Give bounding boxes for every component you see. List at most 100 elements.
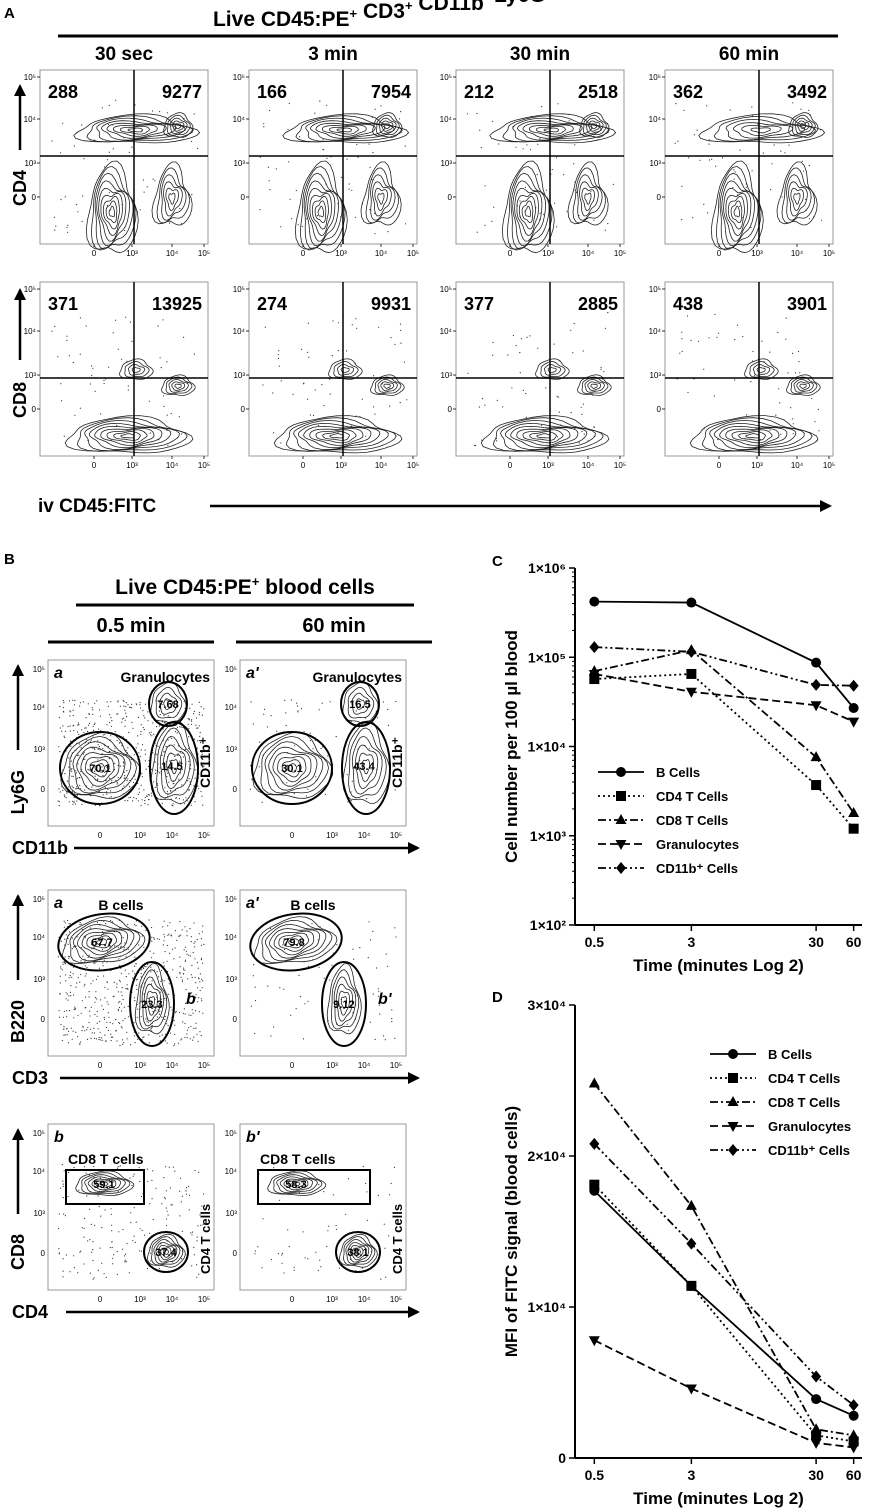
event-dot (785, 317, 787, 319)
event-dot (574, 144, 576, 146)
event-dot (351, 324, 353, 326)
data-point (810, 701, 822, 712)
event-dot (97, 1269, 99, 1271)
contour-line (76, 928, 129, 959)
panel-a-title-part: CD11b (413, 0, 484, 15)
event-dot (143, 191, 145, 193)
contour-line (719, 425, 788, 448)
event-dot (259, 741, 261, 743)
event-dot (190, 1025, 192, 1027)
event-dot (175, 797, 177, 799)
event-dot (307, 788, 309, 790)
event-dot (198, 714, 200, 716)
contour-line (501, 160, 555, 254)
event-dot (193, 712, 195, 715)
event-dot (173, 1045, 175, 1047)
event-dot (148, 919, 150, 921)
event-dot (130, 1044, 132, 1046)
event-dot (68, 923, 70, 925)
contour-line (96, 117, 186, 142)
event-dot (203, 708, 205, 710)
event-dot (112, 1023, 114, 1025)
event-dot (165, 746, 167, 748)
event-dot (120, 1003, 123, 1005)
event-dot (377, 717, 379, 719)
event-dot (202, 980, 204, 982)
event-dot (126, 1031, 128, 1033)
series-line (593, 1184, 854, 1443)
event-dot (86, 966, 88, 969)
event-dot (367, 957, 369, 959)
contour-line (321, 124, 367, 137)
event-dot (105, 764, 107, 767)
x-tick-label: 0 (290, 831, 295, 840)
x-tick-label: 10⁴ (582, 461, 595, 470)
event-dot (394, 343, 396, 345)
gate-value: 16.5 (349, 699, 370, 711)
event-dot (119, 964, 121, 967)
quadrant-count-right: 7954 (371, 82, 411, 102)
event-dot (270, 1035, 272, 1037)
quadrant-count-right: 9277 (162, 82, 202, 102)
event-dot (191, 976, 193, 979)
event-dot (169, 1187, 171, 1189)
event-dot (292, 393, 294, 395)
event-dot (335, 1224, 337, 1227)
event-dot (93, 1032, 96, 1034)
series-cd4-t-cells (589, 668, 859, 834)
event-dot (272, 392, 274, 394)
event-dot (63, 926, 65, 928)
event-dot (107, 1012, 109, 1014)
event-dot (193, 738, 196, 740)
x-tick-label: 30 (808, 934, 824, 950)
event-dot (188, 1014, 190, 1016)
contour-line (372, 181, 392, 217)
event-dot (95, 1180, 97, 1182)
contour-line (86, 115, 194, 143)
event-dot (713, 395, 715, 397)
panel-a-title-sup: + (405, 0, 413, 13)
y-tick-label: 10⁵ (649, 73, 661, 82)
event-dot (318, 424, 320, 426)
event-dot (146, 795, 148, 797)
event-dot (100, 999, 102, 1001)
event-dot (203, 1220, 205, 1222)
legend-item: CD8 T Cells (598, 813, 728, 828)
event-dot (808, 109, 810, 111)
event-dot (750, 381, 752, 383)
event-dot (64, 962, 66, 964)
event-dot (254, 986, 256, 988)
event-dot (140, 1016, 142, 1018)
event-dot (67, 1030, 70, 1032)
event-dot (98, 805, 101, 807)
event-dot (309, 414, 311, 416)
event-dot (181, 1038, 183, 1040)
x-tick-label: 0 (290, 1061, 295, 1070)
event-dot (154, 742, 156, 744)
contour-line (579, 112, 610, 138)
event-dot (128, 1016, 130, 1018)
y-tick-label: 1×10⁴ (528, 1299, 567, 1315)
gate-label-side: CD11b⁺ (389, 737, 405, 788)
event-dot (172, 803, 174, 805)
event-dot (102, 1008, 104, 1011)
event-dot (157, 1009, 159, 1011)
contour-line (504, 422, 588, 450)
y-tick-label: 10⁴ (24, 327, 37, 336)
x-tick-label: 10⁵ (198, 1295, 210, 1304)
event-dot (126, 769, 128, 772)
contour-line (713, 422, 797, 450)
contour-line (99, 1181, 109, 1187)
event-dot (63, 1034, 65, 1036)
contour-line (285, 417, 397, 452)
event-dot (394, 789, 396, 791)
event-dot (64, 922, 66, 924)
event-dot (173, 744, 175, 746)
panel-b-x-label: CD3 (12, 1068, 420, 1088)
event-dot (520, 338, 523, 340)
contour-line (155, 686, 183, 719)
event-dot (151, 980, 153, 982)
event-dot (404, 145, 406, 147)
gate-tag: a (54, 895, 63, 912)
quadrant-count-right: 3901 (787, 294, 827, 314)
